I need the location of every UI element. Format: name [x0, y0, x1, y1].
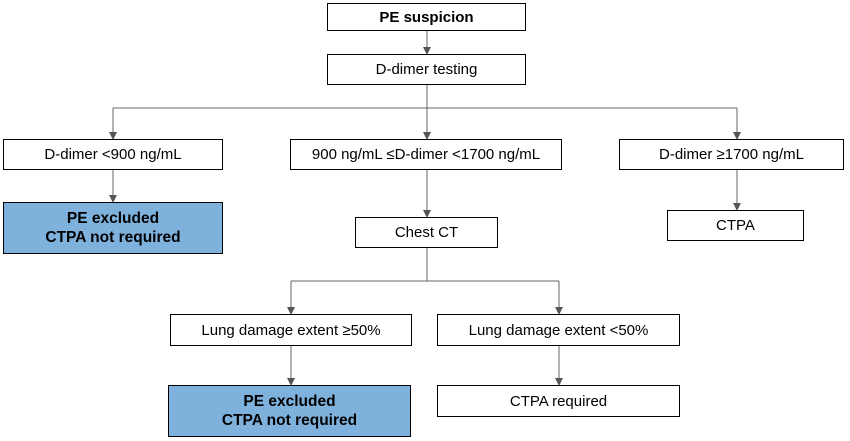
outcome-lung-high-line-1: PE excluded	[243, 393, 336, 410]
node-branch-high-label: D-dimer ≥1700 ng/mL	[659, 146, 804, 163]
node-branch-high: D-dimer ≥1700 ng/mL	[619, 139, 844, 170]
outcome-lung-high-line-2: CTPA not required	[221, 412, 358, 429]
node-lung-low-label: Lung damage extent <50%	[468, 321, 649, 339]
node-chest-ct: Chest CT	[355, 217, 498, 248]
node-outcome-ctpa: CTPA	[667, 210, 804, 241]
node-ddimer-testing-label: D-dimer testing	[375, 61, 478, 78]
node-outcome-ctpa-label: CTPA	[716, 217, 755, 234]
node-outcome-ctpa-required: CTPA required	[437, 385, 680, 417]
outcome-low-line-2: CTPA not required	[45, 229, 181, 246]
node-outcome-pe-excluded-low: PE excluded CTPA not required	[3, 202, 223, 254]
node-outcome-ctpa-required-label: CTPA required	[509, 392, 608, 410]
node-pe-suspicion: PE suspicion	[327, 3, 526, 31]
node-lung-low: Lung damage extent <50%	[437, 314, 680, 346]
node-branch-low: D-dimer <900 ng/mL	[3, 139, 223, 170]
node-outcome-pe-excluded-lung: PE excluded CTPA not required	[168, 385, 411, 437]
node-branch-mid: 900 ng/mL ≤D-dimer <1700 ng/mL	[290, 139, 562, 170]
node-branch-mid-label: 900 ng/mL ≤D-dimer <1700 ng/mL	[311, 146, 541, 163]
node-pe-suspicion-label: PE suspicion	[379, 8, 474, 26]
node-ddimer-testing: D-dimer testing	[327, 54, 526, 85]
node-chest-ct-label: Chest CT	[394, 224, 459, 241]
node-lung-high: Lung damage extent ≥50%	[170, 314, 412, 346]
node-branch-low-label: D-dimer <900 ng/mL	[44, 146, 182, 163]
outcome-low-line-1: PE excluded	[66, 210, 160, 227]
node-lung-high-label: Lung damage extent ≥50%	[201, 321, 381, 339]
